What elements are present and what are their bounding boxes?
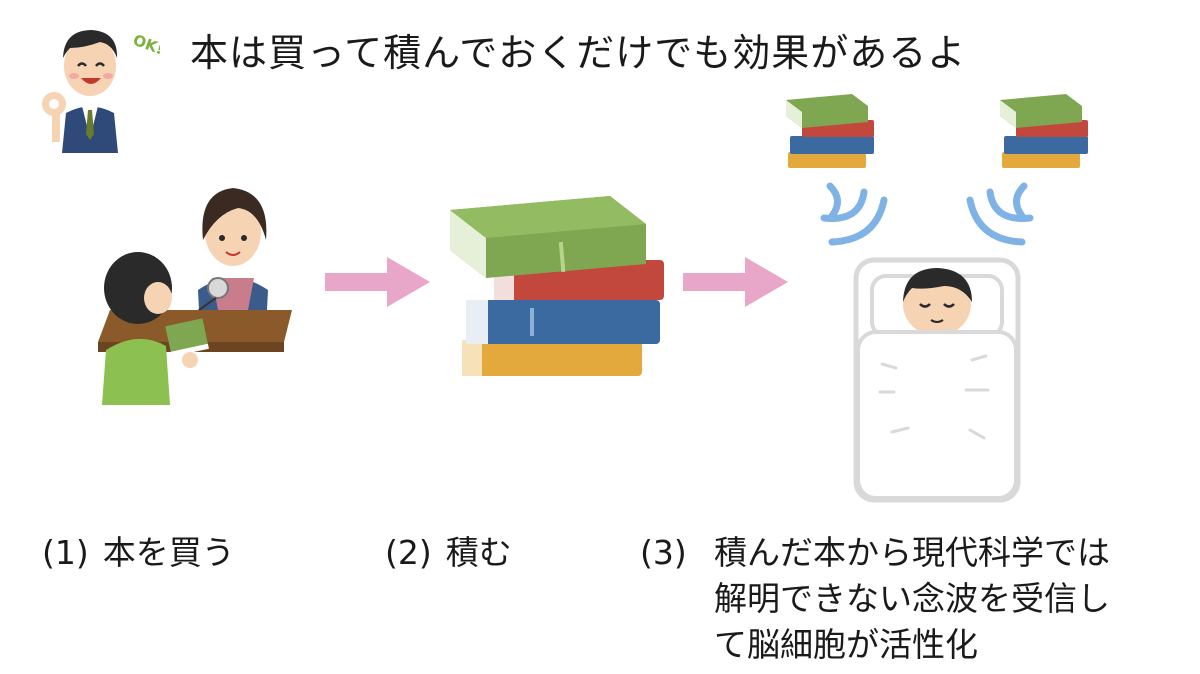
step-1-caption: (1) 本を買う [42,530,235,576]
step-2-text: 積む [445,533,512,572]
headline: 本は買って積んでおくだけでも効果があるよ [190,31,967,75]
step-1-number: (1) [42,533,89,572]
step-2-caption: (2) 積む [385,530,512,576]
step-1-text: 本を買う [102,533,235,572]
ok-man-icon: OK! [40,8,160,153]
step-3-text-line-3: て脳細胞が活性化 [714,625,978,664]
book-stack-icon [440,190,670,390]
wave-left-icon [812,178,892,253]
arrow-2 [683,257,788,307]
wave-right-icon [962,178,1042,253]
arrow-1 [325,257,430,307]
step-3-text-line-1: 積んだ本から現代科学では [714,533,1110,572]
ok-badge: OK! [131,31,160,59]
small-book-stack-right [996,92,1092,172]
step-3-caption: (3) 積んだ本から現代科学では 解明できない念波を受信し て脳細胞が活性化 [640,530,1110,664]
sleeping-person-icon [852,256,1022,504]
step-2-number: (2) [385,533,432,572]
step-3-text-line-2: 解明できない念波を受信し [714,579,1110,618]
bookstore-counter-icon [88,170,298,405]
step-3-number: (3) [640,533,687,572]
small-book-stack-left [782,92,878,172]
